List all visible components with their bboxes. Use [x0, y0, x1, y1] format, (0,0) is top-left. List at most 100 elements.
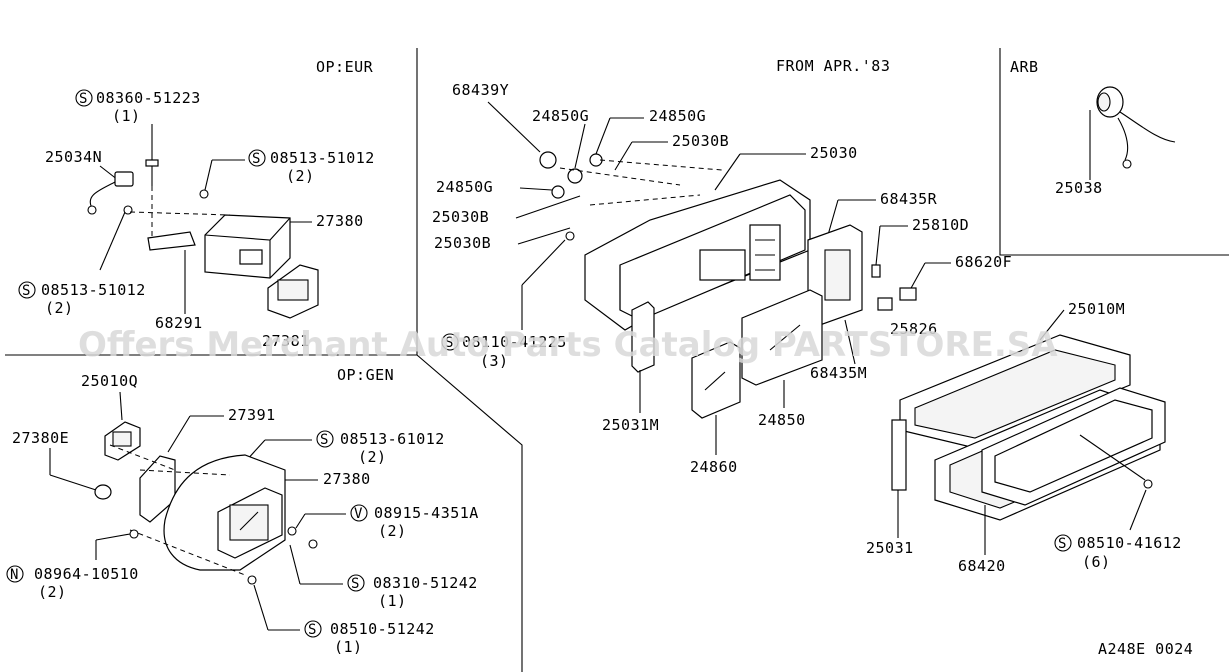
part-27381[interactable]: 27381: [262, 332, 310, 350]
part-24850G-a[interactable]: 24850G: [532, 107, 589, 125]
part-08964-10510-qty: (2): [38, 583, 67, 601]
s-symbol-icon: [316, 430, 334, 448]
screw-icon: [565, 231, 575, 241]
n-symbol-label: N: [10, 567, 19, 583]
relay-housing-icon: [163, 454, 286, 571]
screw-icon: [145, 159, 159, 186]
nut-icon: [129, 529, 139, 539]
part-25031M[interactable]: 25031M: [602, 416, 659, 434]
part-25034N[interactable]: 25034N: [45, 148, 102, 166]
s-symbol-icon: [248, 149, 266, 167]
bulb-icon: [567, 168, 583, 184]
part-24860[interactable]: 24860: [690, 458, 738, 476]
speedometer-icon: [741, 289, 823, 386]
v-symbol-label: V: [354, 506, 363, 522]
s-symbol-icon: [1054, 534, 1072, 552]
part-25010M[interactable]: 25010M: [1068, 300, 1125, 318]
part-25826[interactable]: 25826: [890, 320, 938, 338]
part-68439Y[interactable]: 68439Y: [452, 81, 509, 99]
part-08513-51012-upper-qty: (2): [286, 167, 315, 185]
arb-label: ARB: [1010, 58, 1039, 76]
part-25030B-a[interactable]: 25030B: [672, 132, 729, 150]
part-25030B-c[interactable]: 25030B: [434, 234, 491, 252]
part-08510-51242-qty: (1): [334, 638, 363, 656]
part-08360-51223[interactable]: 08360-51223: [96, 89, 201, 107]
part-68420[interactable]: 68420: [958, 557, 1006, 575]
panel-borders: [5, 48, 1229, 672]
gasket-frame-icon: [981, 387, 1166, 506]
screw-icon: [199, 189, 209, 199]
cluster-housing-icon: [584, 179, 811, 331]
fuel-gauge-icon: [691, 341, 741, 419]
s-symbol-label: S: [351, 576, 360, 592]
s-symbol-icon: [347, 574, 365, 592]
n-symbol-icon: [6, 565, 24, 583]
part-24850G-c[interactable]: 24850G: [436, 178, 493, 196]
lens-small-icon: [104, 421, 141, 461]
part-08310-51242[interactable]: 08310-51242: [373, 574, 478, 592]
screw-icon: [247, 575, 257, 585]
arb-panel: 25038: [1055, 86, 1176, 197]
part-27391[interactable]: 27391: [228, 406, 276, 424]
s-symbol-icon: [18, 281, 36, 299]
part-25030B-b[interactable]: 25030B: [432, 208, 489, 226]
part-68620F[interactable]: 68620F: [955, 253, 1012, 271]
s-symbol-label: S: [308, 622, 317, 638]
screw-icon: [1143, 479, 1153, 489]
nut-icon: [287, 526, 297, 536]
part-08510-41612-qty: (6): [1082, 553, 1111, 571]
part-25030[interactable]: 25030: [810, 144, 858, 162]
part-24850G-b[interactable]: 24850G: [649, 107, 706, 125]
part-08513-61012[interactable]: 08513-61012: [340, 430, 445, 448]
figure-code: A248E 0024: [1098, 640, 1193, 658]
screw-icon: [308, 539, 318, 549]
lens-panel: 25010M 25031 68420 S 08510-41612 (6): [866, 300, 1182, 575]
part-08513-51012-upper[interactable]: 08513-51012: [270, 149, 375, 167]
op-eur-panel: S 08360-51223 (1) 25034N S 08513-51012 (…: [18, 89, 375, 350]
part-27380-eur[interactable]: 27380: [316, 212, 364, 230]
part-08513-51012-lower-qty: (2): [45, 299, 74, 317]
v-symbol-icon: [350, 504, 368, 522]
part-27380-gen[interactable]: 27380: [323, 470, 371, 488]
part-25810D[interactable]: 25810D: [912, 216, 969, 234]
part-68435R[interactable]: 68435R: [880, 190, 938, 208]
s-symbol-label: S: [22, 283, 31, 299]
lamp-harness-icon: [1096, 86, 1176, 169]
part-08915-4351A-qty: (2): [378, 522, 407, 540]
s-symbol-label: S: [1058, 536, 1067, 552]
relay-box-icon: [204, 214, 291, 279]
part-08513-61012-qty: (2): [358, 448, 387, 466]
side-bracket-icon: [631, 301, 655, 373]
part-24850[interactable]: 24850: [758, 411, 806, 429]
part-08513-51012-lower[interactable]: 08513-51012: [41, 281, 146, 299]
s-symbol-icon: [304, 620, 322, 638]
side-bracket-icon: [891, 419, 907, 491]
main-cluster-panel: 68439Y 24850G 24850G 25030B 24850G 25030…: [432, 81, 1012, 476]
part-08510-51242[interactable]: 08510-51242: [330, 620, 435, 638]
part-08915-4351A[interactable]: 08915-4351A: [374, 504, 479, 522]
part-25038[interactable]: 25038: [1055, 179, 1103, 197]
bulb-icon: [551, 185, 565, 199]
s-symbol-icon: [441, 333, 459, 351]
s-symbol-label: S: [79, 91, 88, 107]
part-27380E[interactable]: 27380E: [12, 429, 69, 447]
part-08964-10510[interactable]: 08964-10510: [34, 565, 139, 583]
op-gen-label: OP:GEN: [337, 366, 394, 384]
from-date-label: FROM APR.'83: [776, 57, 890, 75]
s-symbol-label: S: [252, 151, 261, 167]
part-25031[interactable]: 25031: [866, 539, 914, 557]
grommet-icon: [94, 484, 112, 500]
part-25010Q[interactable]: 25010Q: [81, 372, 138, 390]
part-08110-41225-qty: (3): [480, 352, 509, 370]
part-08110-41225[interactable]: 08110-41225: [462, 333, 567, 351]
gasket-icon: [267, 264, 319, 319]
bulb-harness-icon: [87, 171, 134, 215]
part-68291[interactable]: 68291: [155, 314, 203, 332]
part-68435M[interactable]: 68435M: [810, 364, 867, 382]
part-08510-41612[interactable]: 08510-41612: [1077, 534, 1182, 552]
socket-icon: [877, 297, 893, 311]
op-gen-panel: 25010Q 27380E 27391 S 08513-61012 (2) 27…: [6, 372, 479, 656]
bulb-icon: [539, 151, 557, 169]
s-symbol-label: S: [320, 432, 329, 448]
bracket-icon: [147, 231, 196, 251]
